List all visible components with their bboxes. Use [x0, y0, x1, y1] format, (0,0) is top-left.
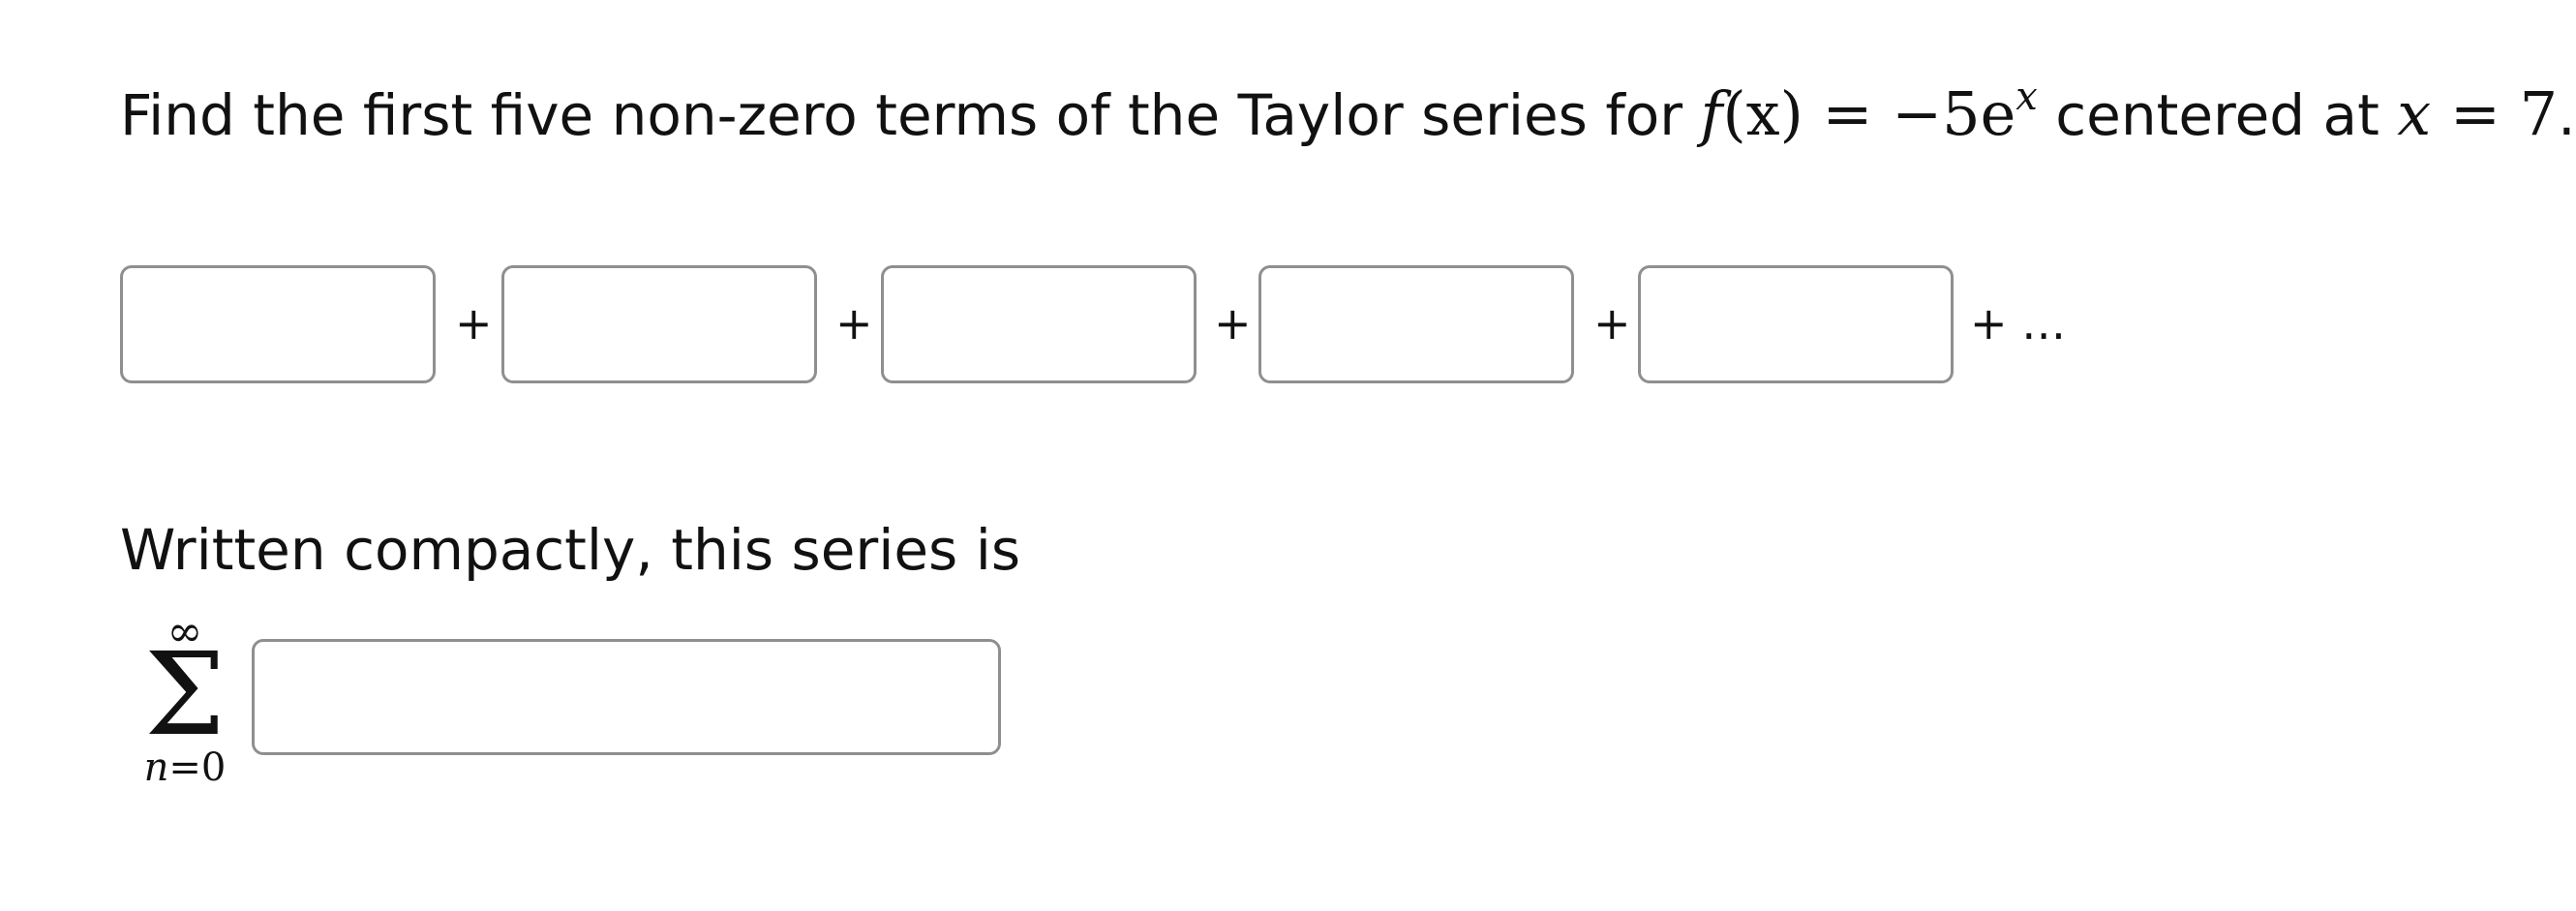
plus-sign-4: + [1593, 297, 1631, 349]
series-ellipsis: + … [1970, 297, 2067, 349]
term-input-2[interactable] [501, 265, 817, 383]
center-variable: x [2397, 78, 2432, 149]
summation-upper-limit: ∞ [167, 607, 203, 656]
prompt-text-before: Find the first five non-zero terms of th… [120, 82, 1701, 148]
compact-series-label: Written compactly, this series is [120, 517, 1021, 583]
summation-index-start: =0 [168, 745, 227, 790]
question-prompt: Find the first five non-zero terms of th… [120, 56, 2576, 156]
term-input-3[interactable] [881, 265, 1197, 383]
function-name: f [1700, 78, 1723, 149]
function-argument: (x) [1722, 78, 1803, 149]
plus-sign-1: + [455, 297, 493, 349]
summation-lower-limit: n=0 [132, 744, 238, 792]
equals-sign: = [1803, 78, 1893, 149]
term-input-5[interactable] [1638, 265, 1954, 383]
compact-series-input[interactable] [252, 639, 1001, 755]
plus-sign-2: + [835, 297, 873, 349]
summation-icon: Σ [144, 627, 226, 761]
term-input-1[interactable] [120, 265, 436, 383]
prompt-text-middle: centered at [2037, 82, 2398, 148]
prompt-period: . [2558, 82, 2576, 148]
function-rhs-exponent: x [2015, 75, 2038, 119]
center-value: = 7 [2431, 78, 2559, 149]
function-rhs-base: −5e [1892, 78, 2016, 149]
plus-sign-3: + [1214, 297, 1252, 349]
summation-index-variable: n [143, 745, 169, 790]
summation-notation: ∞ Σ n=0 [132, 608, 248, 802]
term-input-4[interactable] [1258, 265, 1574, 383]
